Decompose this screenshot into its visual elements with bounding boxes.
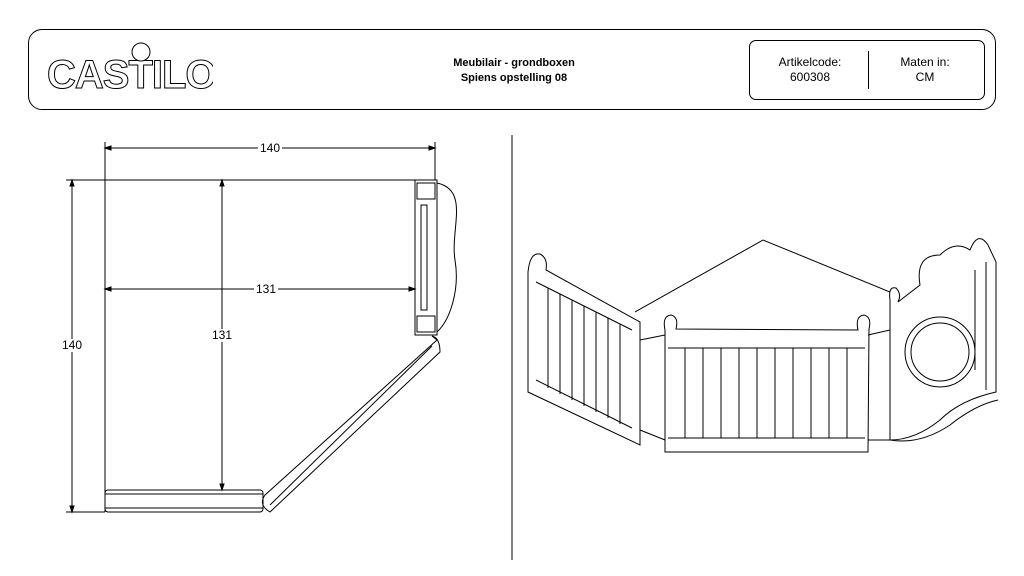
title-block: CASTILO Meubilair - grondboxen Spiens op… <box>28 29 996 110</box>
title-line-1: Meubilair - grondboxen <box>453 57 575 69</box>
article-code-label: Artikelcode: <box>778 55 842 69</box>
article-info-box: Artikelcode: 600308 Maten in: CM <box>749 40 985 100</box>
center-gate-bars <box>684 348 848 438</box>
units-value: CM <box>915 70 935 84</box>
divider <box>868 51 869 89</box>
width-dimension: 140 <box>258 141 283 155</box>
depth-dimension: 140 <box>60 338 85 352</box>
title-line-2: Spiens opstelling 08 <box>460 72 568 84</box>
article-code-value: 600308 <box>789 70 831 84</box>
units-label: Maten in: <box>900 55 950 69</box>
isometric-view <box>527 238 999 453</box>
inner-width-dimension: 131 <box>254 282 279 296</box>
drawing-title: Meubilair - grondboxen Spiens opstelling… <box>429 56 599 86</box>
left-gate-bars <box>547 288 621 424</box>
inner-depth-dimension: 131 <box>210 328 235 342</box>
castilo-logo: CASTILO <box>47 42 213 98</box>
svg-text:CASTILO: CASTILO <box>47 53 213 97</box>
plan-view <box>66 142 457 514</box>
